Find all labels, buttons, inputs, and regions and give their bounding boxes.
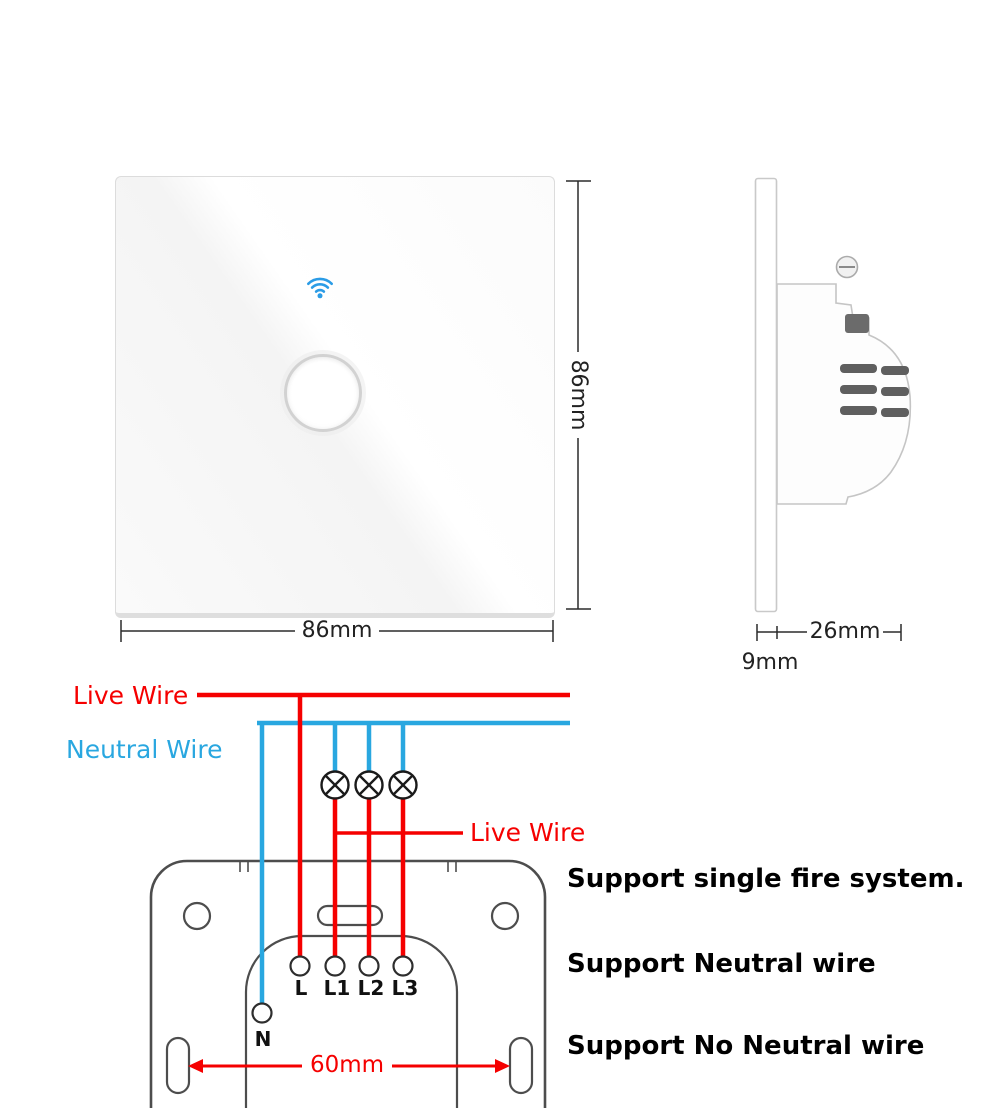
lamp-icon xyxy=(354,770,384,800)
screw-hole-left xyxy=(182,901,212,931)
live-wire-label: Live Wire xyxy=(73,681,189,710)
lamp-icon xyxy=(320,770,350,800)
glass-edge xyxy=(754,177,778,613)
feature-neutral-wire: Support Neutral wire xyxy=(567,949,876,979)
terminal-l3 xyxy=(392,955,414,977)
switch-front-view xyxy=(115,176,555,618)
terminal-l xyxy=(289,955,311,977)
neutral-wire-lines xyxy=(257,720,570,1004)
lamp-icon xyxy=(388,770,418,800)
terminal-block xyxy=(244,934,459,1108)
switched-live-wire-label: Live Wire xyxy=(470,818,586,847)
vent-slots xyxy=(840,364,909,417)
terminal-label-l1: L1 xyxy=(323,976,351,1000)
switch-side-view xyxy=(754,177,912,613)
top-slot xyxy=(316,904,384,927)
mounting-slot-right xyxy=(508,1036,534,1095)
screw-hole-right xyxy=(490,901,520,931)
terminal-l1 xyxy=(324,955,346,977)
terminal-nub xyxy=(845,314,869,333)
terminal-holes xyxy=(251,955,414,1024)
feature-single-fire: Support single fire system. xyxy=(567,864,965,894)
feature-no-neutral-wire: Support No Neutral wire xyxy=(567,1031,925,1061)
terminal-label-n: N xyxy=(254,1027,272,1051)
terminal-label-l3: L3 xyxy=(391,976,419,1000)
terminal-label-l: L xyxy=(294,976,308,1000)
side-depth-dimension-label: 26mm xyxy=(807,619,883,645)
terminal-l2 xyxy=(358,955,380,977)
glass-thickness-dimension-label: 9mm xyxy=(741,650,799,675)
side-body xyxy=(776,283,912,505)
front-height-dimension-label: 86mm xyxy=(565,352,591,438)
neutral-wire-label: Neutral Wire xyxy=(66,735,223,764)
mounting-slot-left xyxy=(165,1036,191,1095)
hole-spacing-dimension-label: 60mm xyxy=(309,1052,385,1078)
live-wire-lines xyxy=(197,692,570,957)
wifi-icon xyxy=(307,277,333,299)
touch-button-ring xyxy=(284,354,362,432)
lamp-icons xyxy=(320,770,418,800)
front-width-dimension-label: 86mm xyxy=(295,618,379,644)
terminal-n xyxy=(251,1002,273,1024)
hole-spacing-dimension xyxy=(188,1059,510,1073)
terminal-label-l2: L2 xyxy=(357,976,385,1000)
